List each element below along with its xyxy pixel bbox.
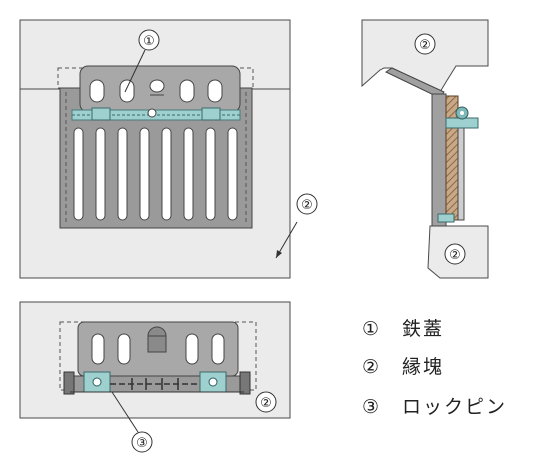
front-view-cover-holes [91,333,225,365]
section-lower-pin [437,213,455,223]
legend-item-3-term: ロックピン [402,396,508,418]
legend-item-1: ① 鉄蓋 [362,314,444,341]
top-view-lock-block-right [201,107,221,121]
legend-item-1-term: 鉄蓋 [402,318,445,340]
section-callout-bottom-label: ② [449,248,461,263]
legend-item-3: ③ ロックピン [362,392,507,419]
top-view-center-pin [147,108,157,118]
front-view: ② ③ [19,301,291,453]
front-view-rod-clips [131,378,179,390]
top-view-callout-2-label: ② [301,198,313,213]
front-view-post-right [239,371,251,395]
front-view-callout-3-leader [111,391,139,433]
legend-item-2: ② 縁塊 [362,352,444,379]
front-view-callout-3-label: ③ [136,436,148,451]
top-view-callout-2-circle [296,193,318,215]
section-view: ② ② [361,19,489,279]
top-view-grate-slots [73,127,238,221]
legend-item-3-num: ③ [362,396,380,418]
section-callout-top-label: ② [419,38,431,53]
top-view-callout-1-label: ① [143,34,155,49]
section-upper-block [361,19,489,93]
legend-item-1-num: ① [362,318,380,340]
top-view-lock-block-left [91,107,111,121]
section-cover-edge [384,67,445,99]
front-view-post-left [63,371,75,395]
front-view-lock-hole-right [208,377,218,387]
front-view-callout-3-circle [131,431,153,453]
front-view-center-stem [147,335,167,353]
section-callout-top-circle [414,33,436,55]
top-view-callout-1-circle [138,29,160,51]
legend-item-2-num: ② [362,356,380,378]
section-cover-body [431,93,447,227]
front-view-callout-2-label: ② [260,396,272,411]
front-view-callout-2-circle [255,391,277,413]
top-view-cover-holes [89,79,223,103]
top-view-callout-2-arrow [276,250,282,258]
top-view: ① ② [19,19,318,279]
top-view-dashed-outline [57,67,254,89]
legend-item-2-term: 縁塊 [402,356,445,378]
section-callout-bottom-circle [444,243,466,265]
top-view-callout-1-leader [124,49,146,93]
front-view-lock-hole-left [92,377,102,387]
section-lock-pin-hole [460,111,464,115]
